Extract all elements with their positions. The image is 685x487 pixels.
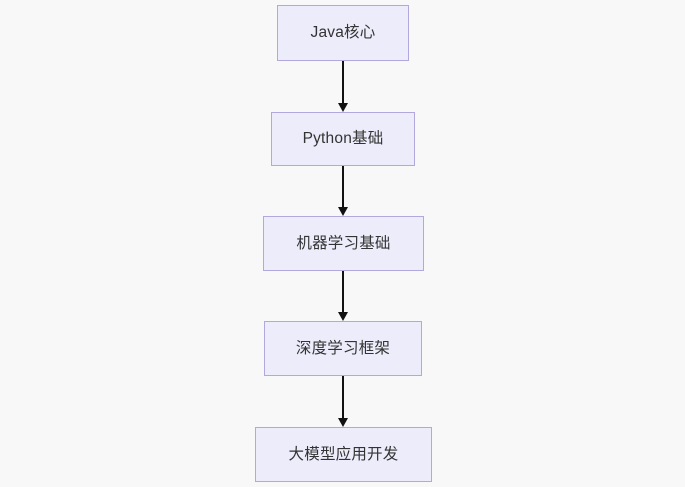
flowchart-node-llm-application-development[interactable]: 大模型应用开发: [255, 427, 432, 482]
flowchart-node-python-basics[interactable]: Python基础: [271, 112, 415, 166]
node-label: Python基础: [302, 130, 384, 148]
flowchart-node-machine-learning-basics[interactable]: 机器学习基础: [263, 216, 424, 271]
flowchart-edge-line-java-core-to-python-basics: [342, 61, 344, 103]
flowchart-edge-line-ml-basics-to-dl-frameworks: [342, 271, 344, 312]
flowchart-edge-line-python-basics-to-ml-basics: [342, 166, 344, 207]
node-label: 大模型应用开发: [288, 445, 399, 463]
node-label: 机器学习基础: [296, 234, 391, 252]
arrow-head-icon: [337, 312, 348, 321]
arrow-head-icon: [337, 418, 348, 427]
flowchart-node-java-core[interactable]: Java核心: [277, 5, 409, 61]
flowchart-node-deep-learning-frameworks[interactable]: 深度学习框架: [264, 321, 422, 376]
arrow-head-icon: [337, 103, 348, 112]
flowchart-edge-line-dl-frameworks-to-llm-app-dev: [342, 376, 344, 418]
node-label: 深度学习框架: [295, 339, 391, 357]
arrow-head-icon: [337, 207, 348, 216]
node-label: Java核心: [310, 24, 376, 42]
